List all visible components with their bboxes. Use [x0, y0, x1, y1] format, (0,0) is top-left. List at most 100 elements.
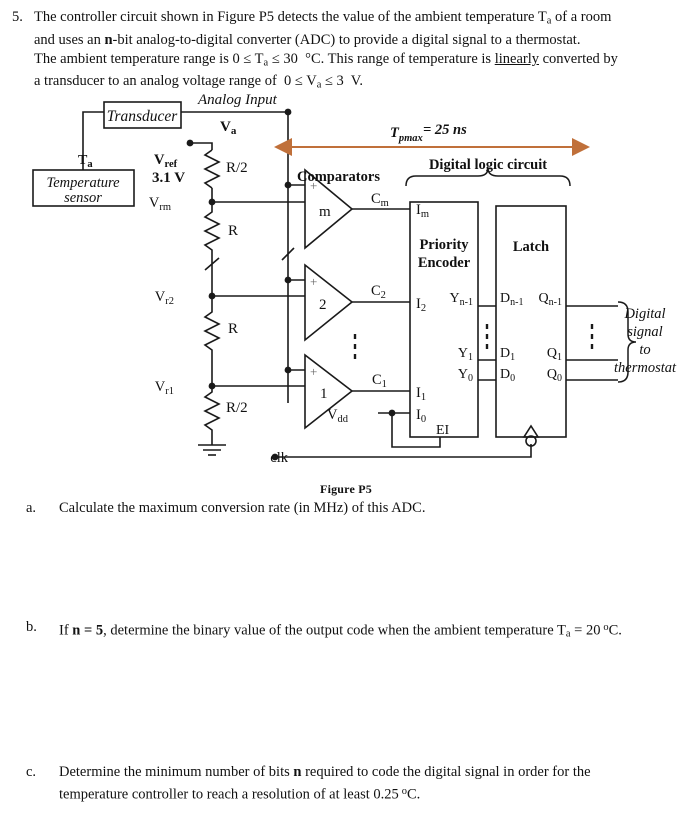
vref-value-label: 3.1 V	[152, 170, 185, 186]
va-bus-break-slash	[281, 247, 295, 261]
digital-signal-brace	[617, 301, 637, 383]
problem-line-3: The ambient temperature range is 0 ≤ Ta …	[34, 50, 618, 69]
latch-clock-bubble	[525, 435, 537, 447]
wire-vref-top	[190, 142, 213, 150]
priority-encoder-label-1: Priority	[419, 237, 469, 253]
im-label: Im	[416, 202, 429, 220]
question-a-text: Calculate the maximum conversion rate (i…	[59, 499, 676, 518]
digital-signal-label-4: thermostat	[614, 360, 677, 376]
wire-clk	[275, 444, 532, 458]
wire-vdd-ei	[391, 413, 441, 448]
vr1-label: Vr1	[155, 379, 174, 397]
node-dot-comp-2-in	[284, 276, 292, 284]
question-a-label: a.	[26, 500, 37, 516]
transducer-label: Transducer	[107, 108, 179, 125]
q1-label: Q1	[547, 346, 562, 363]
dn1-label: Dn-1	[500, 291, 523, 308]
vr2-label: Vr2	[155, 289, 174, 307]
resistor-r-upper	[203, 202, 221, 262]
analog-input-label: Analog Input	[197, 92, 278, 108]
ellipsis-marks	[353, 324, 594, 359]
ta-label: Ta	[78, 153, 93, 170]
problem-text: The controller circuit shown in Figure P…	[34, 8, 684, 95]
d0-label: D0	[500, 367, 515, 384]
node-dot-vrm	[208, 198, 216, 206]
vref-label: Vref	[154, 152, 178, 170]
q0-label: Q0	[547, 367, 562, 384]
problem-row: 5. The controller circuit shown in Figur…	[8, 8, 684, 95]
c2-label: C2	[371, 283, 386, 301]
question-c-text: Determine the minimum number of bits n r…	[59, 763, 686, 805]
i1-label: I1	[416, 385, 426, 403]
question-a-line-1: Calculate the maximum conversion rate (i…	[59, 500, 426, 516]
clk-label: clk	[270, 450, 288, 466]
d1-label: D1	[500, 346, 515, 363]
resistor-r-lower	[203, 296, 221, 386]
resistor-label-r-upper: R	[228, 223, 238, 239]
transducer-box	[103, 101, 182, 129]
wire-sensor-transducer	[82, 111, 104, 170]
question-b-label: b.	[26, 619, 37, 635]
question-c-label: c.	[26, 764, 37, 780]
question-b-text: If n = 5, determine the binary value of …	[59, 618, 686, 644]
digital-signal-label-1: Digital	[623, 306, 665, 322]
y1-label: Y1	[458, 346, 473, 363]
comp-2-plus-sign: +	[310, 274, 317, 289]
priority-encoder-label-2: Encoder	[418, 255, 471, 271]
problem-line-4: a transducer to an analog voltage range …	[34, 73, 364, 91]
question-c-line-2: temperature controller to reach a resolu…	[59, 786, 421, 803]
va-label: Va	[220, 119, 237, 137]
c1-label: C1	[372, 372, 387, 390]
question-c-line-1: Determine the minimum number of bits n r…	[59, 764, 591, 780]
vdd-label: Vdd	[327, 407, 349, 425]
question-b-line-1: If n = 5, determine the binary value of …	[59, 622, 622, 640]
comparator-2-triangle	[304, 263, 354, 342]
y0-label: Y0	[458, 367, 473, 384]
circuit-diagram: Transducer Temperature sensor Analog Inp…	[32, 92, 677, 466]
vrm-label: Vrm	[149, 195, 171, 213]
resistor-label-r-half-top: R/2	[226, 160, 248, 176]
temperature-sensor-label-2: sensor	[64, 190, 102, 206]
problem-number: 5.	[12, 9, 23, 25]
problem-statement: 5. The controller circuit shown in Figur…	[8, 8, 684, 95]
comp-1-plus-sign: +	[310, 364, 317, 379]
node-dot-vref	[186, 139, 194, 147]
comp-1-label: 1	[320, 386, 328, 402]
i2-label: I2	[416, 296, 426, 314]
comp-m-plus-sign: +	[310, 178, 317, 193]
latch-clock-triangle	[522, 424, 540, 438]
digital-logic-circuit-label: Digital logic circuit	[429, 157, 547, 173]
node-dot-vr1	[208, 382, 216, 390]
problem-line-1: The controller circuit shown in Figure P…	[34, 9, 612, 27]
figure-p5: Transducer Temperature sensor Analog Inp…	[0, 90, 692, 500]
qn1-label: Qn-1	[539, 291, 562, 308]
comp-m-label: m	[319, 204, 331, 220]
question-a: a. Calculate the maximum conversion rate…	[26, 499, 676, 518]
resistor-r-half-bottom	[203, 386, 221, 445]
resistor-label-r-half-bottom: R/2	[226, 400, 248, 416]
comparator-1-triangle	[304, 353, 354, 430]
resistor-label-r-lower: R	[228, 321, 238, 337]
node-dot-va	[284, 108, 292, 116]
ei-label: EI	[436, 423, 450, 438]
digital-signal-label-3: to	[639, 342, 650, 358]
priority-encoder-box	[409, 201, 479, 438]
node-dot-vdd	[388, 409, 396, 417]
node-dot-comp-m-in	[284, 181, 292, 189]
node-dot-clk	[271, 453, 279, 461]
digital-signal-label-2: signal	[627, 324, 662, 340]
comp-2-label: 2	[319, 297, 327, 313]
digital-logic-brace	[405, 167, 571, 187]
comparator-m-triangle	[304, 168, 354, 250]
tpmax-value-label: = 25 ns	[423, 122, 467, 138]
comparators-label: Comparators	[297, 169, 380, 185]
node-dots	[186, 108, 396, 461]
latch-label: Latch	[513, 239, 549, 255]
problem-line-2: and uses an n-bit analog-to-digital conv…	[34, 31, 581, 48]
tpmax-label: Tpmax	[390, 125, 423, 144]
node-dot-comp-1-in	[284, 366, 292, 374]
i0-label: I0	[416, 407, 426, 425]
resistor-r-half-top	[203, 149, 221, 189]
yn1-label: Yn-1	[450, 291, 473, 308]
question-c: c. Determine the minimum number of bits …	[26, 763, 686, 805]
